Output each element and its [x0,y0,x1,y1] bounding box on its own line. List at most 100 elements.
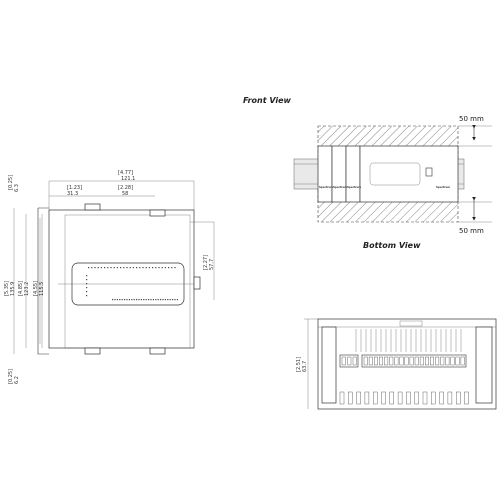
front-view-module-2 [331,145,347,203]
led-dot [123,267,125,269]
led-dot [119,299,121,301]
led-dot [124,299,126,301]
led-dot [86,283,88,285]
side-view-din-flange [37,207,49,355]
front-view-brand-4: Spectrum [436,185,450,189]
side-view-led-rows [86,267,178,301]
led-dot [86,291,88,293]
side-view-bottom-tab-right [149,347,166,355]
led-dot [145,299,147,301]
led-dot [171,267,173,269]
led-dot [168,267,170,269]
terminal-pin [341,356,346,366]
led-dot [145,267,147,269]
led-dot [164,299,166,301]
bottom-view-terminal-strip [361,354,467,368]
dim-total-height-mm: 135.9 [10,282,16,296]
terminal-pin [379,356,383,366]
dim-bottom-height-in: [2.51] [296,357,302,372]
led-dot [88,267,90,269]
bottom-view-top-tab [399,320,423,327]
led-dot [133,299,135,301]
led-dot [139,267,141,269]
bottom-tab [464,391,469,405]
led-dot [176,299,178,301]
terminal-pin [409,356,414,366]
terminal-pin [450,356,455,366]
led-dot [107,267,109,269]
bottom-tab [422,391,428,405]
bottom-view-bottom-tabs [339,391,469,405]
dim-mid-height-mm: 123.2 [24,282,30,296]
led-dot [167,299,169,301]
led-dot [136,267,138,269]
side-view-top-tab-right [149,209,166,217]
dim-mid-height-in: [4.85] [18,281,24,296]
led-dot [172,299,174,301]
side-view-bottom-tab-left [84,347,101,355]
bottom-view-title: Bottom View [363,241,421,250]
dim-total-height-in: [5.35] [4,281,10,296]
dim-right-height-in: [2.27] [203,255,209,270]
terminal-pin [430,356,434,366]
led-dot [152,267,154,269]
bottom-view-top-pins [355,329,462,352]
front-view-display-panel [369,162,421,186]
led-dot [140,299,142,301]
front-view-brand-2: Spectrum [333,185,347,189]
terminal-pin [399,356,404,366]
led-dot [112,299,114,301]
front-view-title: Front View [243,96,292,105]
dim-mid-offset-mm: 58 [122,191,128,197]
led-dot [162,299,164,301]
terminal-pin [440,356,445,366]
led-dot [86,279,88,281]
bottom-view-terminal-pins [341,356,465,366]
terminal-pin [368,356,373,366]
dim-top-small-mm: 6.3 [14,184,20,192]
dim-total-width-in: [4.77] [118,170,133,176]
bottom-tab [364,391,370,405]
bottom-view-left-block [321,326,337,404]
bottom-tab [348,391,353,405]
bottom-tab [439,391,444,405]
terminal-pin [435,356,440,366]
led-dot [152,299,154,301]
led-dot [121,299,123,301]
front-view-brand-3: Spectrum [347,185,361,189]
led-dot [114,299,116,301]
terminal-pin [374,356,378,366]
side-view-right-clip [193,276,201,290]
dim-top-small-in: [0.25] [8,175,14,190]
led-dot [160,299,162,301]
led-dot [97,267,99,269]
bottom-view-right-block [475,326,493,404]
dim-left-offset-in: [1.23] [67,185,82,191]
front-view-connector [425,167,433,177]
bottom-tab [397,391,403,405]
side-view-inner-body [64,214,191,349]
terminal-pin [425,356,429,366]
terminal-pin [445,356,450,366]
dim-inner-height-mm: 115.5 [39,282,45,296]
terminal-pin [352,356,357,366]
led-dot [131,299,133,301]
terminal-pin [394,356,399,366]
dim-right-height-mm: 57.7 [209,259,215,270]
led-dot [158,267,160,269]
terminal-pin [347,356,352,366]
clearance-bottom-label: 50 mm [459,227,484,235]
led-dot [161,267,163,269]
led-dot [126,267,128,269]
led-dot [116,299,118,301]
led-dot [132,267,134,269]
front-view-brand-1: Spectrum [319,185,333,189]
dim-left-offset-mm: 31.3 [67,191,78,197]
bottom-tab [389,391,394,405]
terminal-pin [404,356,409,366]
led-dot [86,295,88,297]
dim-bottom-small-mm: 6.2 [14,376,20,384]
led-dot [86,275,88,277]
terminal-pin [384,356,389,366]
